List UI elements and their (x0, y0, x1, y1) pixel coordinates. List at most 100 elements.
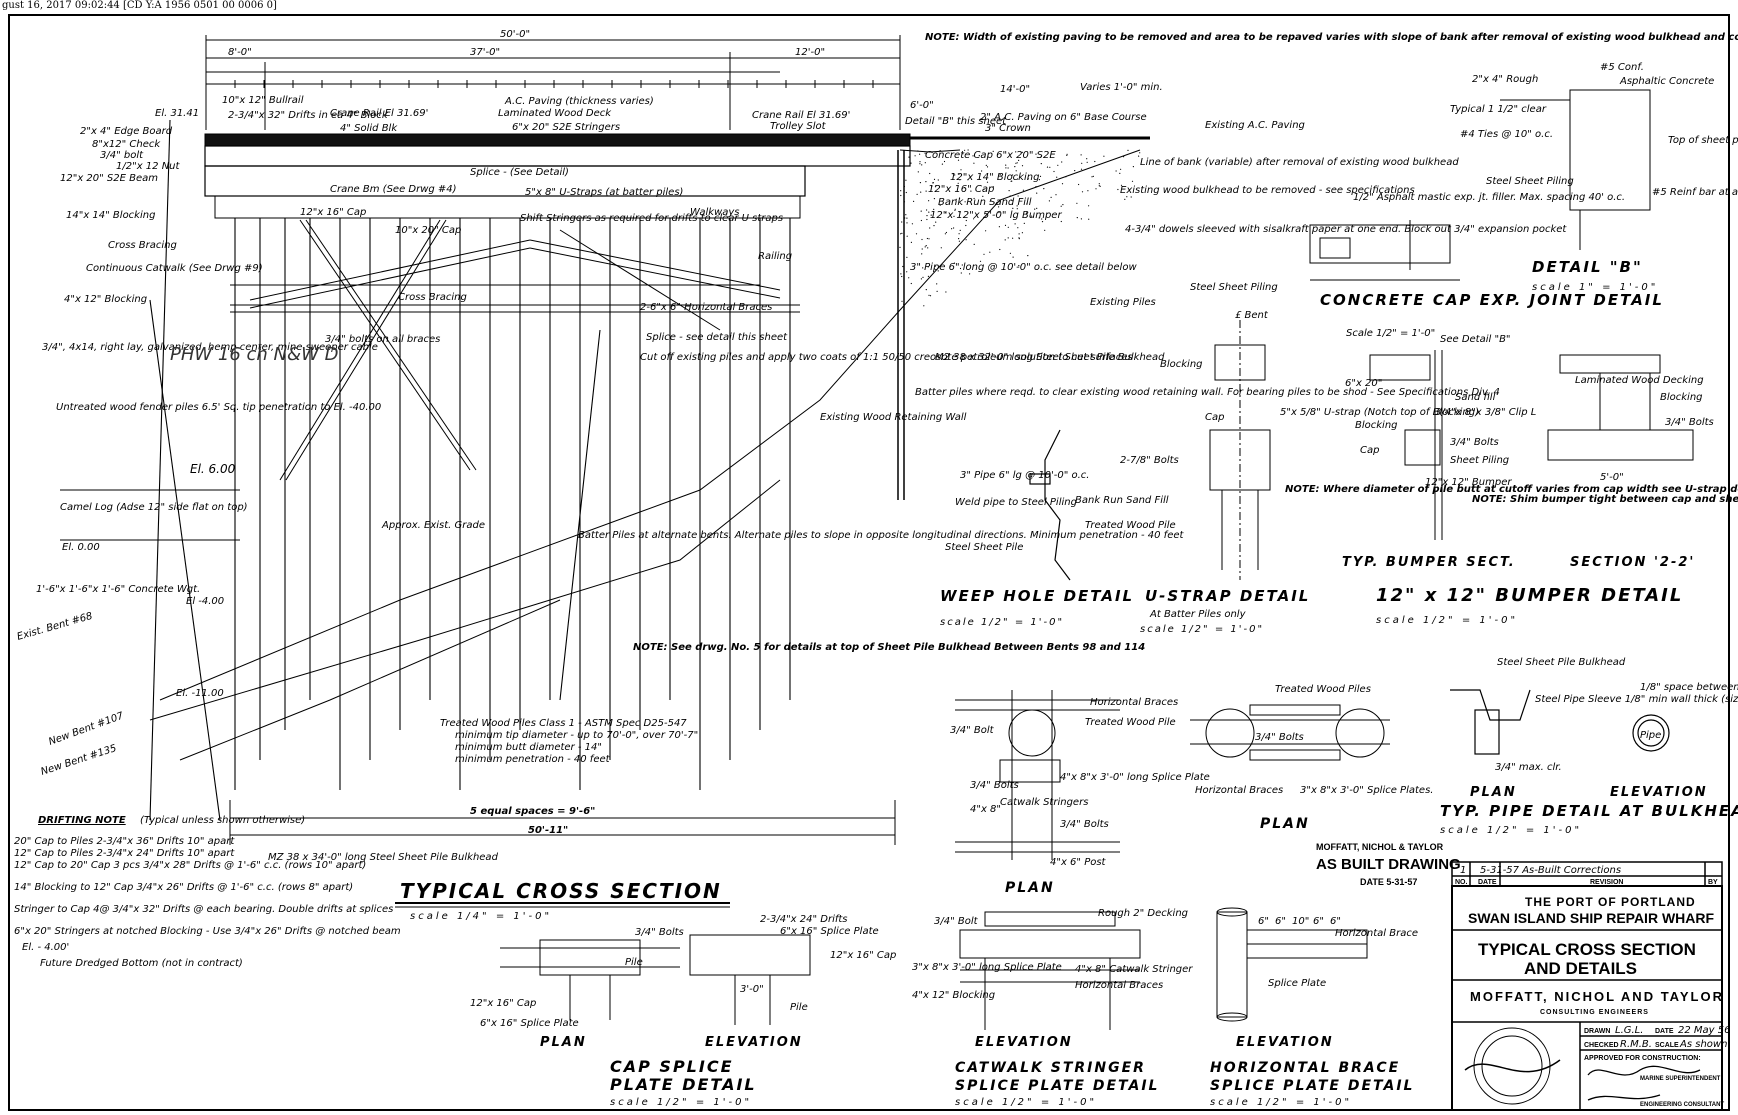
stipple-dot (978, 154, 980, 157)
tb-project: SWAN ISLAND SHIP REPAIR WHARF (1468, 910, 1714, 926)
stipple-dot (1086, 161, 1088, 163)
plan-c-label-2: 3/4" Bolt (950, 725, 995, 736)
label-bolts-braces: 3/4" bolts on all braces (325, 334, 440, 345)
stipple-dot (1044, 229, 1046, 231)
cap-splice-plan: PLAN (540, 1035, 587, 1050)
rev-mark: 1 (1460, 865, 1466, 876)
stipple-dot (973, 197, 975, 200)
pipe-label-4: 3/4" max. clr. (1495, 762, 1562, 773)
stipple-dot (921, 238, 923, 241)
stipple-dot (1014, 166, 1016, 168)
stipple-dot (936, 283, 938, 285)
label-treated-piles: Treated Wood Piles Class 1 - ASTM Spec D… (440, 718, 687, 729)
label-check: 8"x12" Check (92, 139, 161, 150)
stipple-dot (922, 267, 924, 269)
bumper-label-12: 5'-0" (1600, 472, 1624, 483)
stipple-dot (1061, 161, 1063, 163)
cap-splice-title2: PLATE DETAIL (610, 1075, 757, 1094)
stipple-dot (953, 262, 956, 264)
cap-splice-scale: scale 1/2" = 1'-0" (610, 1097, 752, 1108)
section-scale: scale 1/4" = 1'-0" (410, 911, 552, 922)
plan-r-label-0: Treated Wood Piles (1275, 684, 1371, 695)
stipple-dot (1038, 179, 1040, 181)
detail-b-label-3: Typical 1 1/2" clear (1450, 104, 1547, 115)
stipple-dot (928, 294, 930, 296)
stipple-dot (925, 289, 927, 291)
u-strap-label-5: Treated Wood Pile (1085, 520, 1176, 531)
drawing-sheet-border (8, 14, 1730, 1111)
concrete-cap-scale: Scale 1/2" = 1'-0" (1346, 328, 1435, 339)
stipple-dot (1007, 167, 1009, 169)
horiz-elevation: ELEVATION (1236, 1035, 1334, 1050)
stipple-dot (986, 166, 989, 168)
label-approx-grade: Approx. Exist. Grade (381, 520, 485, 531)
stipple-dot (1080, 154, 1082, 156)
label-ac-paving: A.C. Paving (thickness varies) (504, 96, 654, 107)
stipple-dot (931, 151, 933, 154)
stipple-dot (992, 150, 994, 152)
tb-title2: AND DETAILS (1524, 959, 1637, 978)
cap-splice-label-8: 3'-0" (740, 984, 764, 995)
stipple-dot (917, 171, 919, 173)
pipe-label-2: 1/8" space between Pipe and Pipe Sleeve … (1640, 682, 1738, 693)
stipple-dot (906, 217, 908, 219)
stipple-dot (994, 203, 997, 205)
stipple-dot (1007, 226, 1009, 228)
stipple-dot (1021, 232, 1024, 234)
stipple-dot (926, 215, 928, 217)
catwalk-label-4: Horizontal Braces (1075, 980, 1163, 991)
stipple-dot (1036, 207, 1038, 209)
stipple-dot (1055, 194, 1057, 196)
stipple-dot (933, 225, 935, 227)
stipple-dot (926, 209, 928, 211)
stipple-dot (1015, 170, 1017, 172)
stipple-dot (951, 228, 953, 230)
tb-port: THE PORT OF PORTLAND (1525, 895, 1696, 909)
label-edge-board: 2"x 4" Edge Board (80, 126, 173, 137)
stipple-dot (954, 174, 956, 176)
u-strap-label-4: 2-7/8" Bolts (1120, 455, 1179, 466)
stipple-dot (972, 155, 974, 157)
stipple-dot (924, 162, 926, 164)
label-crane-rail2: Crane Rail El 31.69' (752, 110, 850, 121)
label-beam: 12"x 20" S2E Beam (60, 173, 158, 184)
label-pipe: 3" Pipe 6" long @ 10'-0" o.c. see detail… (910, 262, 1137, 273)
stipple-dot (1012, 207, 1014, 209)
bumper-label-13: NOTE: Shim bumper tight between cap and … (1472, 494, 1738, 505)
weep-hole-title: WEEP HOLE DETAIL (940, 587, 1134, 605)
stipple-dot (935, 185, 937, 187)
stipple-dot (901, 221, 903, 223)
stipple-dot (921, 253, 923, 255)
plan-r-label-2: Horizontal Braces (1195, 785, 1283, 796)
stipple-dot (958, 240, 961, 242)
bumper-title: 12" x 12" BUMPER DETAIL (1376, 585, 1683, 606)
pipe-label-3: Pipe (1640, 730, 1661, 741)
stipple-dot (1103, 155, 1105, 157)
plan-c-label-0: Horizontal Braces (1090, 697, 1178, 708)
drifting-sub: (Typical unless shown otherwise) (140, 815, 305, 826)
bumper-label-9: Laminated Wood Decking (1575, 375, 1704, 386)
batter-pile-line (559, 329, 601, 701)
stipple-dot (1038, 217, 1040, 219)
dim-8: 8'-0" (228, 47, 252, 58)
stipple-dot (941, 163, 944, 165)
drifting-line-2: 12" Cap to 20" Cap 3 pcs 3/4"x 28" Drift… (14, 860, 366, 871)
horiz-label-4: 10" (1292, 916, 1309, 927)
tb-drawn-label: DRAWN (1584, 1028, 1610, 1035)
stipple-dot (939, 204, 941, 206)
stipple-dot (965, 239, 967, 241)
bottom-dimensions (229, 800, 896, 845)
label-dim-14: 14'-0" (1000, 84, 1030, 95)
stipple-dot (1099, 185, 1101, 187)
wharf-deck (204, 133, 1150, 219)
stipple-dot (930, 214, 932, 216)
label-el-m11: El. -11.00 (176, 688, 224, 699)
label-sheet-pile-bulk: M2 38 x 32'-0" long Steel Sheet Pile Bul… (935, 352, 1165, 363)
stipple-dot (905, 214, 907, 216)
drifting-line-4: Stringer to Cap 4@ 3/4"x 32" Drifts @ ea… (14, 904, 393, 915)
plan-right-drawing (1190, 704, 1390, 761)
label-cable: 3/4", 4x14, right lay, galvanized, hemp … (42, 342, 378, 353)
batter-pile-line (149, 299, 221, 821)
stipple-dot (1060, 205, 1062, 207)
stipple-dot (921, 248, 923, 250)
